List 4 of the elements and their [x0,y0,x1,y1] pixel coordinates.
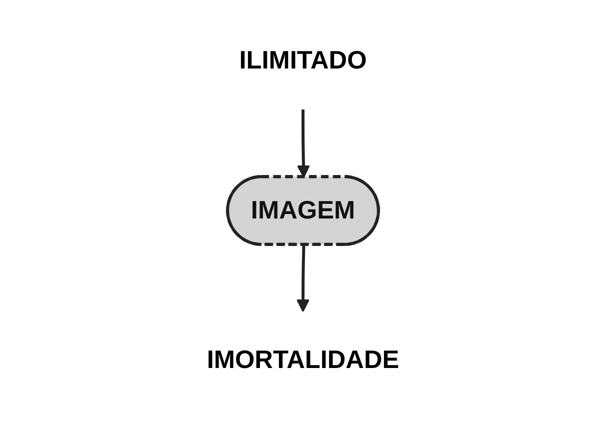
node-text: ILIMITADO [239,46,367,75]
arrow [296,245,310,312]
node-text: IMORTALIDADE [206,346,400,374]
arrow [296,110,310,178]
